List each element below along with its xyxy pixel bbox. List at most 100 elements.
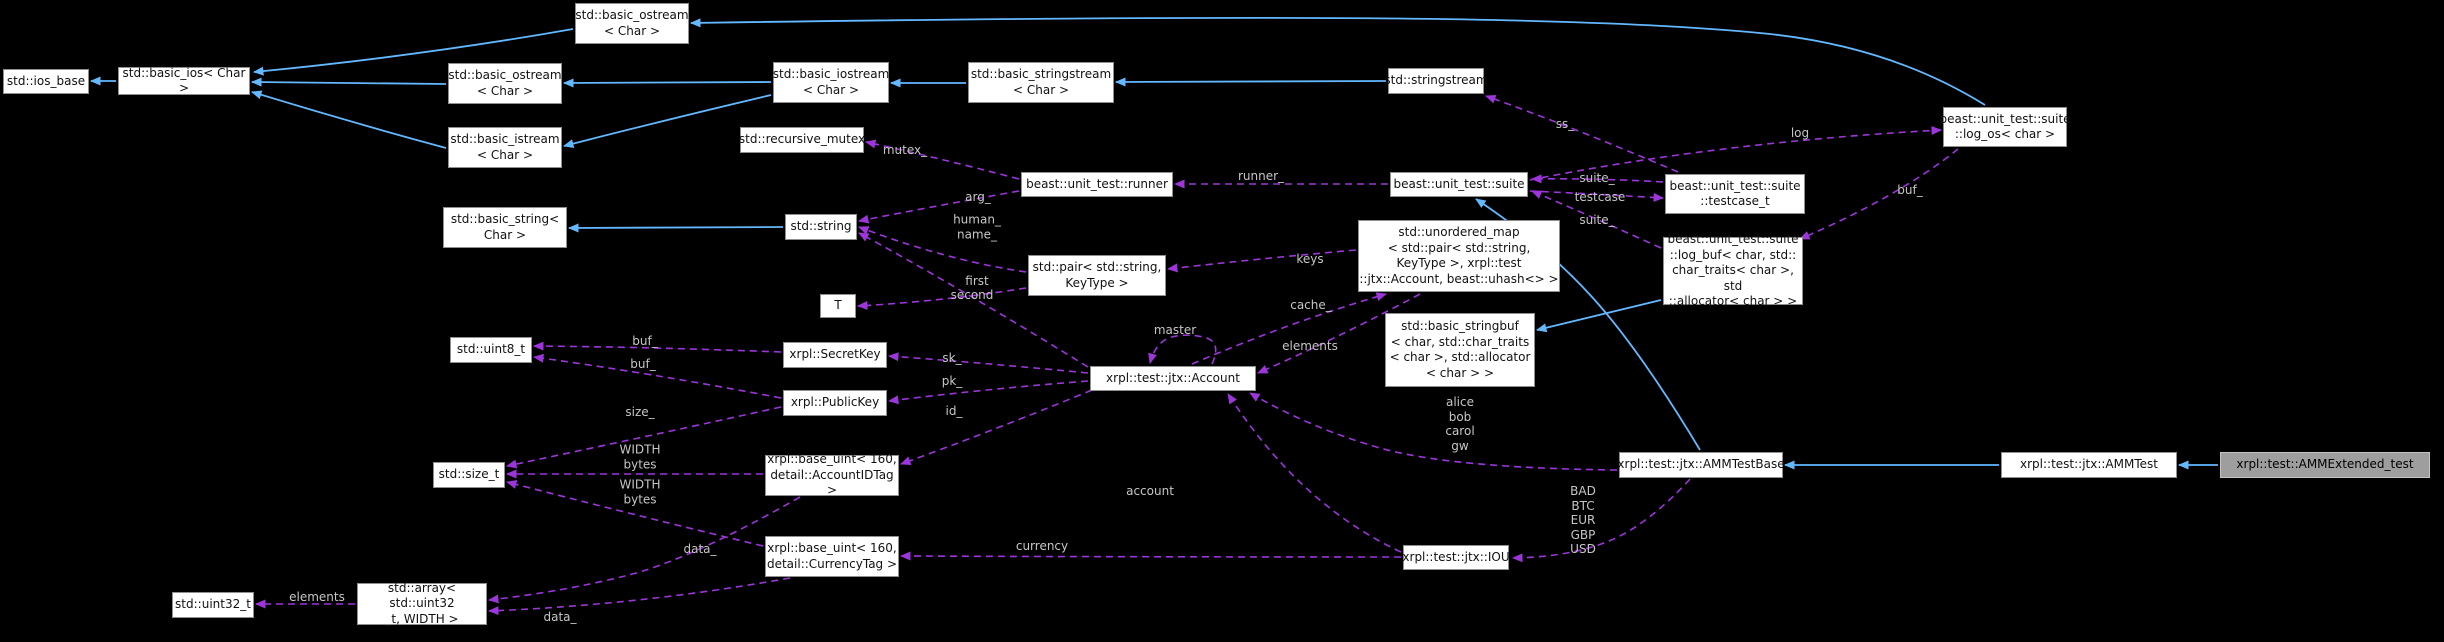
node-account[interactable]: xrpl::test::jtx::Account	[1090, 366, 1256, 391]
node-t-param[interactable]: T	[820, 294, 856, 318]
edge-label-base-uint-currency--array: data_	[543, 609, 577, 624]
node-basic-string[interactable]: std::basic_string< Char >	[443, 207, 567, 248]
node-pair[interactable]: std::pair< std::string, KeyType >	[1028, 255, 1166, 296]
edge-label-public-key--size-t: size_	[625, 404, 655, 419]
node-basic-ostream-top[interactable]: std::basic_ostream < Char >	[575, 3, 689, 44]
edge-account--public-key	[888, 380, 1089, 405]
edge-account--unordered-map	[1191, 292, 1387, 365]
edge-pair--t-param	[857, 287, 1027, 310]
node-runner[interactable]: beast::unit_test::runner	[1021, 172, 1173, 197]
edge-pair--string	[858, 226, 1027, 273]
edge-testcase-t--suite	[1531, 174, 1664, 184]
edge-label-iou--account: account	[1126, 483, 1174, 498]
edge-log-os--log-buf	[1799, 148, 1959, 240]
edge-basic-ostream--basic-ios	[251, 77, 447, 87]
node-basic-stringstream[interactable]: std::basic_stringstream < Char >	[968, 62, 1114, 103]
node-amm-test[interactable]: xrpl::test::jtx::AMMTest	[2001, 452, 2177, 478]
edge-label-amm-test-base--iou: BAD BTC EUR GBP USD	[1570, 483, 1596, 556]
edge-label-secret-key--uint8-t: buf_	[632, 333, 658, 348]
edge-label-account--account: master	[1153, 322, 1197, 337]
edge-label-account--string: human_ name_	[953, 212, 1001, 242]
node-basic-iostream[interactable]: std::basic_iostream < Char >	[773, 62, 889, 103]
edge-label-unordered-map--account: elements	[1282, 338, 1338, 353]
node-ios-base[interactable]: std::ios_base	[3, 69, 89, 94]
edge-label-base-uint-currency--size-t: WIDTH bytes	[619, 477, 661, 507]
edge-log-buf--suite	[1531, 190, 1662, 249]
edge-string--basic-string	[568, 223, 784, 233]
edge-label-unordered-map--pair: keys	[1296, 251, 1324, 266]
edge-suite--log-os	[1529, 126, 1942, 181]
edge-base-uint-currency--array	[488, 577, 791, 616]
edge-label-amm-test-base--account: alice bob carol gw	[1445, 395, 1475, 453]
edge-label-array--uint32-t: elements	[289, 589, 345, 604]
edge-stringstream--basic-stringstream	[1115, 77, 1387, 87]
node-basic-ios[interactable]: std::basic_ios< Char >	[118, 66, 250, 95]
edge-label-pair--t-param: second	[950, 287, 994, 302]
edge-label-testcase-t--stringstream: ss_	[1555, 116, 1575, 131]
node-size-t[interactable]: std::size_t	[433, 462, 505, 488]
edge-account--string	[858, 232, 1089, 368]
node-log-os[interactable]: beast::unit_test::suite ::log_os< char >	[1939, 107, 2071, 147]
node-basic-ostream[interactable]: std::basic_ostream < Char >	[448, 63, 562, 104]
edge-label-suite--testcase-t: testcase	[1574, 189, 1626, 204]
edge-label-base-uint-accountid--size-t: WIDTH bytes	[619, 442, 661, 472]
edge-base-uint-currency--size-t	[506, 480, 764, 547]
node-basic-istream[interactable]: std::basic_istream < Char >	[448, 127, 562, 168]
node-string[interactable]: std::string	[785, 214, 857, 240]
edge-basic-ostream-top--basic-ios	[253, 28, 574, 76]
edge-unordered-map--account	[1257, 293, 1421, 374]
edge-label-account--public-key: pk_	[941, 373, 963, 388]
edge-testcase-t--stringstream	[1485, 94, 1679, 173]
edge-label-account--unordered-map: cache_	[1290, 297, 1332, 312]
edge-suite--testcase-t	[1529, 190, 1664, 202]
edge-account--secret-key	[888, 352, 1089, 374]
node-base-uint-accountid[interactable]: xrpl::base_uint< 160, detail::AccountIDT…	[765, 452, 899, 497]
node-basic-stringbuf[interactable]: std::basic_stringbuf < char, std::char_t…	[1385, 313, 1535, 387]
node-unordered-map[interactable]: std::unordered_map < std::pair< std::str…	[1358, 220, 1560, 292]
edge-iou--account	[1227, 393, 1402, 553]
node-amm-extended-test: xrpl::test::AMMExtended_test	[2220, 452, 2430, 478]
edge-label-suite--log-os: log	[1790, 125, 1810, 140]
edge-label-base-uint-accountid--array: data_	[683, 541, 717, 556]
edge-label-public-key--uint8-t: buf_	[630, 356, 656, 371]
edge-account--base-uint-accountid	[900, 389, 1093, 466]
edge-label-account--secret-key: sk_	[942, 350, 962, 365]
edge-label-testcase-t--suite: suite_	[1579, 170, 1615, 185]
node-base-uint-currency[interactable]: xrpl::base_uint< 160, detail::CurrencyTa…	[765, 536, 899, 577]
node-uint32-t[interactable]: std::uint32_t	[172, 592, 254, 618]
edge-amm-test-base--account	[1249, 392, 1618, 471]
edge-log-buf--basic-stringbuf	[1536, 299, 1662, 333]
edge-label-runner--string: arg_	[965, 189, 991, 204]
edge-label-runner--recursive-mutex: mutex_	[882, 142, 928, 157]
edge-log-os--basic-ostream-top	[690, 16, 1986, 106]
edge-amm-test-base--iou	[1512, 478, 1691, 563]
edge-secret-key--uint8-t	[533, 341, 782, 353]
node-public-key[interactable]: xrpl::PublicKey	[783, 390, 887, 416]
edge-basic-iostream--basic-ostream	[563, 78, 772, 88]
edge-base-uint-accountid--array	[488, 496, 801, 604]
node-array[interactable]: std::array< std::uint32 _t, WIDTH >	[357, 581, 487, 626]
node-secret-key[interactable]: xrpl::SecretKey	[783, 342, 887, 368]
edge-label-log-os--log-buf: buf_	[1897, 182, 1923, 197]
edge-iou--base-uint-currency	[900, 551, 1402, 561]
node-stringstream[interactable]: std::stringstream	[1384, 68, 1488, 94]
node-suite[interactable]: beast::unit_test::suite	[1390, 172, 1528, 197]
edge-public-key--size-t	[506, 406, 782, 469]
node-recursive-mutex[interactable]: std::recursive_mutex	[739, 127, 865, 153]
edge-label-account--base-uint-accountid: id_	[945, 403, 963, 418]
node-iou[interactable]: xrpl::test::jtx::IOU	[1402, 545, 1510, 570]
edge-account--account	[1148, 334, 1217, 365]
edge-label-pair--string: first	[965, 273, 989, 288]
edge-label-log-buf--suite: suite_	[1579, 212, 1615, 227]
edge-label-iou--base-uint-currency: currency	[1015, 538, 1069, 553]
node-uint8-t[interactable]: std::uint8_t	[450, 337, 532, 363]
edge-label-suite--runner: runner_	[1237, 168, 1285, 183]
node-log-buf[interactable]: beast::unit_test::suite ::log_buf< char,…	[1663, 232, 1803, 308]
node-amm-test-base[interactable]: xrpl::test::jtx::AMMTestBase	[1617, 452, 1785, 478]
node-testcase-t[interactable]: beast::unit_test::suite ::testcase_t	[1665, 174, 1805, 214]
edge-unordered-map--pair	[1167, 249, 1357, 273]
edge-basic-istream--basic-ios	[251, 90, 447, 149]
edge-basic-iostream--basic-istream	[563, 94, 772, 148]
